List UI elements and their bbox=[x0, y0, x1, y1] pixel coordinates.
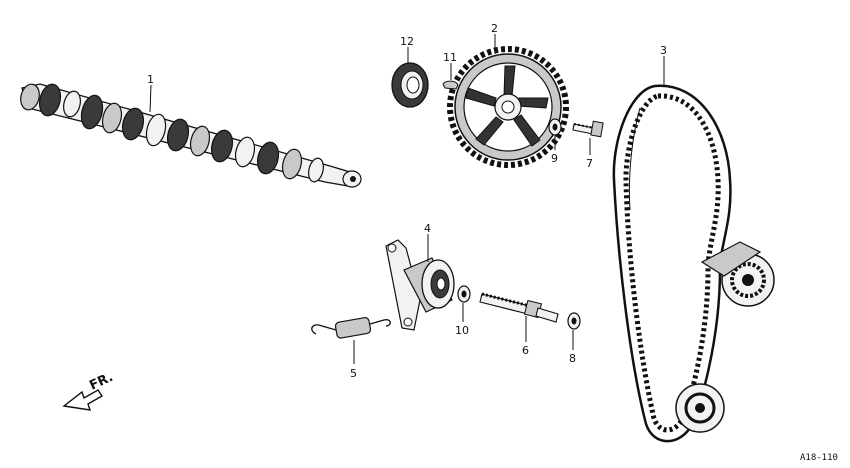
callout-8: 8 bbox=[569, 352, 576, 365]
camshaft-pulley bbox=[447, 46, 569, 168]
callout-10: 10 bbox=[455, 324, 469, 337]
callout-3: 3 bbox=[660, 44, 667, 57]
timing-belt bbox=[612, 84, 775, 443]
callout-6: 6 bbox=[522, 344, 529, 357]
pulley-bolt bbox=[572, 120, 604, 138]
adjusting-bolt bbox=[479, 292, 559, 323]
callout-5: 5 bbox=[350, 367, 357, 380]
callout-12: 12 bbox=[400, 35, 414, 48]
woodruff-key bbox=[442, 80, 459, 90]
tension-spring bbox=[311, 317, 391, 339]
oil-seal bbox=[391, 62, 429, 108]
callout-7: 7 bbox=[586, 157, 593, 170]
callout-4: 4 bbox=[424, 222, 431, 235]
washer-10 bbox=[457, 285, 471, 303]
callout-2: 2 bbox=[491, 22, 498, 35]
reference-code: A18-110 bbox=[800, 453, 838, 463]
camshaft bbox=[20, 83, 362, 188]
callout-11: 11 bbox=[443, 51, 457, 64]
washer-8 bbox=[567, 312, 581, 330]
front-direction-arrow: FR. bbox=[62, 370, 116, 411]
washer-9 bbox=[548, 118, 562, 136]
direction-label: FR. bbox=[87, 370, 115, 394]
callout-1: 1 bbox=[147, 73, 154, 86]
leader-lines bbox=[149, 34, 665, 364]
callout-9: 9 bbox=[551, 152, 558, 165]
belt-tensioner bbox=[385, 239, 455, 331]
